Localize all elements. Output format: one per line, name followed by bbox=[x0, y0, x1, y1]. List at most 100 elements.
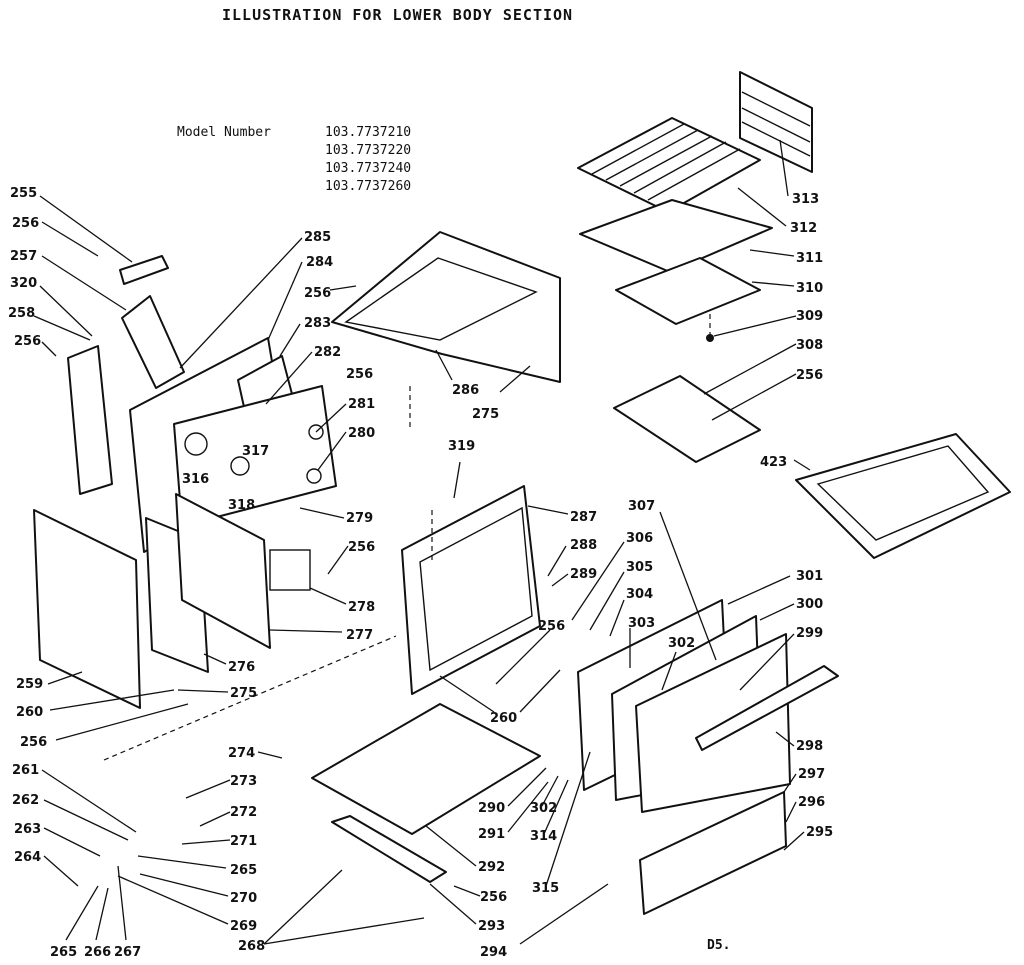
callout-288: 288 bbox=[570, 538, 597, 553]
callout-295: 295 bbox=[806, 825, 833, 840]
callout-285: 285 bbox=[304, 230, 331, 245]
parts-layer bbox=[33, 71, 1011, 915]
callout-256: 256 bbox=[20, 735, 47, 750]
part-308-tray bbox=[613, 375, 761, 463]
model-number-1: 103.7737210 bbox=[325, 125, 412, 140]
callout-274: 274 bbox=[228, 746, 255, 761]
part-310-broil-pan bbox=[615, 257, 761, 325]
callout-296: 296 bbox=[798, 795, 825, 810]
callout-318: 318 bbox=[228, 498, 255, 513]
part-279-control-panel bbox=[173, 385, 337, 527]
part-298-handle bbox=[695, 665, 839, 751]
callout-258: 258 bbox=[8, 306, 35, 321]
callout-315: 315 bbox=[532, 881, 559, 896]
part-423-drawer bbox=[795, 433, 1011, 559]
callout-305: 305 bbox=[626, 560, 653, 575]
callout-256: 256 bbox=[480, 890, 507, 905]
part-255-bracket bbox=[119, 255, 169, 285]
callout-256: 256 bbox=[346, 367, 373, 382]
callout-280: 280 bbox=[348, 426, 375, 441]
callout-264: 264 bbox=[14, 850, 41, 865]
callout-281: 281 bbox=[348, 397, 375, 412]
diagram-title: ILLUSTRATION FOR LOWER BODY SECTION bbox=[222, 6, 574, 24]
callout-277: 277 bbox=[346, 628, 373, 643]
callout-265: 265 bbox=[50, 945, 77, 960]
part-312-oven-rack bbox=[577, 117, 761, 213]
callout-256: 256 bbox=[14, 334, 41, 349]
callout-275: 275 bbox=[230, 686, 257, 701]
part-292-oven-bottom bbox=[311, 703, 541, 835]
callout-307: 307 bbox=[628, 499, 655, 514]
callout-266: 266 bbox=[84, 945, 111, 960]
callout-287: 287 bbox=[570, 510, 597, 525]
callout-317: 317 bbox=[242, 444, 269, 459]
callout-269: 269 bbox=[230, 919, 257, 934]
callout-299: 299 bbox=[796, 626, 823, 641]
callout-268: 268 bbox=[238, 939, 265, 954]
callout-292: 292 bbox=[478, 860, 505, 875]
callout-298: 298 bbox=[796, 739, 823, 754]
callout-273: 273 bbox=[230, 774, 257, 789]
callout-259: 259 bbox=[16, 677, 43, 692]
alignment-lines bbox=[103, 314, 711, 761]
callout-276: 276 bbox=[228, 660, 255, 675]
part-287-oven-frame bbox=[401, 485, 541, 695]
model-number-4: 103.7737260 bbox=[325, 179, 412, 194]
callout-300: 300 bbox=[796, 597, 823, 612]
callout-256: 256 bbox=[12, 216, 39, 231]
part-296-drawer-front bbox=[639, 791, 787, 915]
model-number-label: Model Number bbox=[177, 125, 271, 140]
callout-275: 275 bbox=[472, 407, 499, 422]
model-number-block: Model Number 103.7737210 103.7737220 103.7… bbox=[177, 124, 411, 196]
callout-283: 283 bbox=[304, 316, 331, 331]
callout-311: 311 bbox=[796, 251, 823, 266]
callout-278: 278 bbox=[348, 600, 375, 615]
callout-297: 297 bbox=[798, 767, 825, 782]
part-259-side-panel bbox=[33, 509, 141, 709]
callout-303: 303 bbox=[628, 616, 655, 631]
callout-270: 270 bbox=[230, 891, 257, 906]
callout-294: 294 bbox=[480, 945, 507, 960]
callout-310: 310 bbox=[796, 281, 823, 296]
part-258-side-trim bbox=[67, 345, 113, 495]
callout-313: 313 bbox=[792, 192, 819, 207]
callout-256: 256 bbox=[538, 619, 565, 634]
callout-320: 320 bbox=[10, 276, 37, 291]
callout-263: 263 bbox=[14, 822, 41, 837]
model-number-3: 103.7737240 bbox=[325, 161, 412, 176]
callout-284: 284 bbox=[306, 255, 333, 270]
callout-290: 290 bbox=[478, 801, 505, 816]
callout-261: 261 bbox=[12, 763, 39, 778]
callout-271: 271 bbox=[230, 834, 257, 849]
callout-256: 256 bbox=[304, 286, 331, 301]
callout-257: 257 bbox=[10, 249, 37, 264]
callout-labels: 255 256 257 320 258 256 285 284 256 283 … bbox=[8, 186, 833, 960]
callout-255: 255 bbox=[10, 186, 37, 201]
part-311-pan-insert bbox=[579, 199, 773, 273]
callout-309: 309 bbox=[796, 309, 823, 324]
callout-302: 302 bbox=[668, 636, 695, 651]
part-293-support bbox=[331, 815, 447, 883]
callout-316: 316 bbox=[182, 472, 209, 487]
callout-304: 304 bbox=[626, 587, 653, 602]
model-number-2: 103.7737220 bbox=[325, 143, 412, 158]
callout-265: 265 bbox=[230, 863, 257, 878]
sheet-code: D5. bbox=[707, 938, 731, 953]
callout-293: 293 bbox=[478, 919, 505, 934]
callout-260: 260 bbox=[16, 705, 43, 720]
part-275-cooktop bbox=[331, 231, 561, 383]
part-257-duct bbox=[121, 295, 185, 389]
callout-286: 286 bbox=[452, 383, 479, 398]
callout-272: 272 bbox=[230, 805, 257, 820]
callout-301: 301 bbox=[796, 569, 823, 584]
callout-262: 262 bbox=[12, 793, 39, 808]
callout-314: 314 bbox=[530, 829, 557, 844]
callout-256: 256 bbox=[348, 540, 375, 555]
callout-267: 267 bbox=[114, 945, 141, 960]
leader-lines bbox=[33, 139, 811, 945]
callout-289: 289 bbox=[570, 567, 597, 582]
callout-291: 291 bbox=[478, 827, 505, 842]
callout-302: 302 bbox=[530, 801, 557, 816]
part-277-panel bbox=[175, 493, 271, 649]
